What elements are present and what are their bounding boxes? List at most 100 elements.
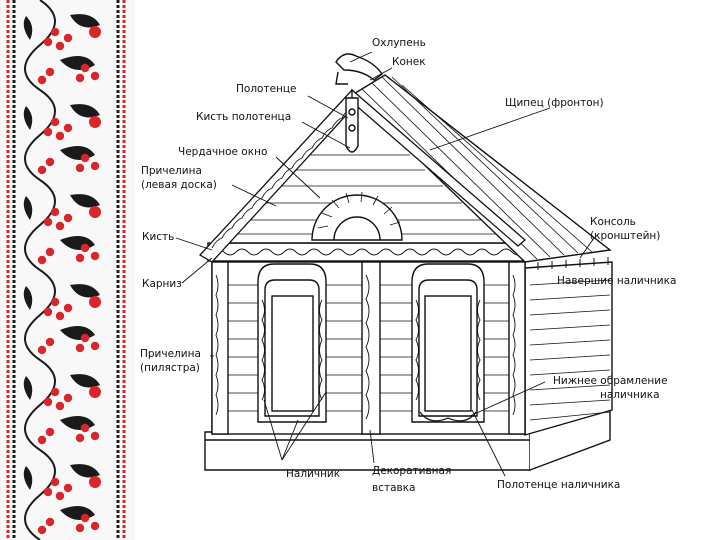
berry <box>91 162 99 170</box>
label-nizhnee-line1: Нижнее обрамление <box>553 375 668 387</box>
leaf <box>70 284 100 297</box>
berry <box>38 166 46 174</box>
leaf <box>60 146 95 160</box>
berry <box>76 344 84 352</box>
berry <box>76 524 84 532</box>
berry <box>91 72 99 80</box>
berry <box>44 38 52 46</box>
leaf <box>60 416 95 430</box>
floral-motif <box>24 180 101 270</box>
leaf <box>60 236 95 250</box>
leaf <box>24 106 33 130</box>
berry <box>56 492 64 500</box>
leaf <box>70 14 100 27</box>
berry <box>56 42 64 50</box>
leaf <box>24 376 33 400</box>
berry <box>64 124 72 132</box>
flower <box>89 476 101 488</box>
berry <box>91 342 99 350</box>
decorative-insert <box>362 262 380 434</box>
berry <box>44 218 52 226</box>
berry <box>38 526 46 534</box>
berry <box>76 164 84 172</box>
leaf <box>24 466 33 490</box>
berry <box>81 514 89 522</box>
foundation <box>205 432 530 470</box>
leaf <box>24 286 33 310</box>
berry <box>51 388 59 396</box>
house-diagram: Охлупень Конек Полотенце Щипец (фронтон)… <box>135 0 720 540</box>
label-prichelina-line2: (левая доска) <box>141 179 217 191</box>
embroidery-border <box>0 0 135 540</box>
flower <box>89 386 101 398</box>
flower <box>89 26 101 38</box>
label-prichelina-pilastra-line2: (пилястра) <box>140 362 200 374</box>
berry <box>51 478 59 486</box>
label-prichelina-pilastra-line1: Причелина <box>140 348 201 360</box>
berry <box>81 424 89 432</box>
berry <box>44 308 52 316</box>
leaf <box>70 464 100 477</box>
floral-motif <box>24 0 101 90</box>
label-cherdachnoe-okno: Чердачное окно <box>178 146 267 158</box>
flower <box>89 296 101 308</box>
berry <box>64 34 72 42</box>
berry <box>64 304 72 312</box>
berry <box>38 346 46 354</box>
berry <box>64 484 72 492</box>
label-kist: Кисть <box>142 231 174 243</box>
label-prichelina-line1: Причелина <box>141 165 202 177</box>
leaf <box>24 16 33 40</box>
leaf <box>70 374 100 387</box>
leaf <box>70 194 100 207</box>
label-konsol-line2: (кронштейн) <box>590 230 660 242</box>
berry <box>51 28 59 36</box>
floral-motif <box>24 270 101 360</box>
floral-motif <box>24 450 101 540</box>
berry <box>38 436 46 444</box>
berry <box>76 254 84 262</box>
berry <box>46 338 54 346</box>
berry <box>91 432 99 440</box>
berry <box>51 298 59 306</box>
berry <box>38 256 46 264</box>
side-wall <box>525 262 612 435</box>
berry <box>76 434 84 442</box>
label-navershie: Навершие наличника <box>557 275 676 287</box>
berry <box>81 244 89 252</box>
label-nizhnee-line2: наличника <box>600 389 660 401</box>
berry <box>51 118 59 126</box>
label-konek: Конек <box>392 56 426 68</box>
berry <box>56 132 64 140</box>
label-dekor-line1: Декоративная <box>372 465 451 477</box>
flower <box>89 206 101 218</box>
berry <box>81 64 89 72</box>
leaf <box>24 196 33 220</box>
leaf <box>60 326 95 340</box>
leaf <box>70 104 100 117</box>
flower <box>89 116 101 128</box>
label-polotentse-nalichnika: Полотенце наличника <box>497 479 620 491</box>
berry <box>91 522 99 530</box>
berry <box>81 154 89 162</box>
berry <box>46 518 54 526</box>
leaf <box>60 56 95 70</box>
label-karniz: Карниз <box>142 278 182 290</box>
label-konsol-line1: Консоль <box>590 216 636 228</box>
berry <box>44 398 52 406</box>
leaf <box>60 506 95 520</box>
berry <box>46 428 54 436</box>
pilaster-right <box>509 262 525 434</box>
berry <box>46 158 54 166</box>
label-dekor-line2: вставка <box>372 482 415 494</box>
berry <box>64 214 72 222</box>
berry <box>64 394 72 402</box>
floral-motif <box>24 90 101 180</box>
ornament-motifs <box>24 0 101 540</box>
floral-motif <box>24 360 101 450</box>
berry <box>38 76 46 84</box>
berry <box>91 252 99 260</box>
berry <box>56 312 64 320</box>
berry <box>51 208 59 216</box>
